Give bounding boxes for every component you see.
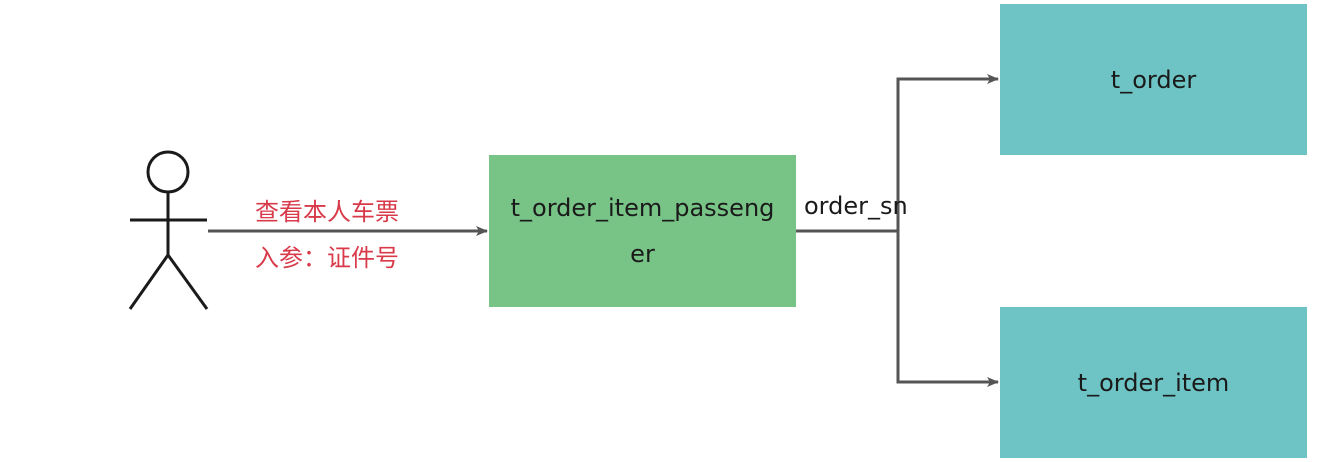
edge-label-view-tickets: 查看本人车票 [255, 198, 399, 226]
edge-label-order-sn: order_sn [804, 192, 908, 220]
arrow-branch-to-order [896, 74, 999, 231]
node-label: t_order [1110, 65, 1197, 94]
node-label-line2: er [630, 240, 655, 268]
stick-figure-user-icon [128, 150, 209, 310]
node-t-order[interactable]: t_order [1000, 4, 1307, 155]
node-t-order-item-passenger[interactable]: t_order_item_passeng er [489, 155, 796, 307]
node-label: t_order_item [1077, 368, 1230, 397]
arrow-branch-to-order-item [896, 231, 999, 387]
node-t-order-item[interactable]: t_order_item [1000, 307, 1307, 458]
edge-label-input-param: 入参：证件号 [255, 244, 399, 272]
node-label-line1: t_order_item_passeng [510, 194, 775, 222]
